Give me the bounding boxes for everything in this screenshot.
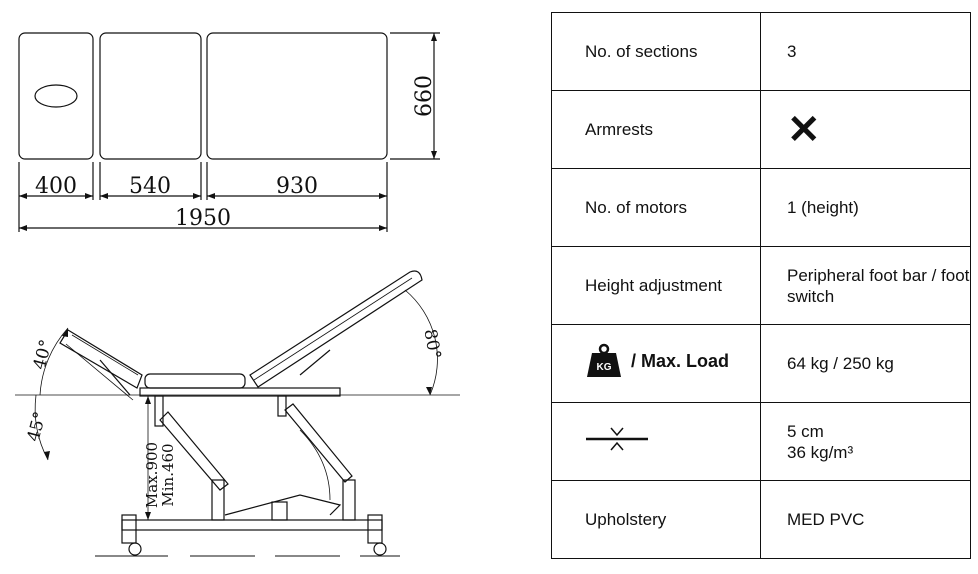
upper-frame — [139, 387, 341, 397]
technical-drawing: 400 540 930 1950 660 — [15, 32, 460, 557]
back-section-side — [249, 270, 423, 388]
base-frame — [121, 519, 383, 531]
compression-icon — [586, 427, 648, 451]
cross-icon: ✕ — [787, 107, 821, 152]
lift-arm-left — [159, 411, 229, 491]
spec-value: 1 (height) — [760, 168, 971, 247]
angle-backrest-drop: 45° — [24, 410, 51, 444]
specs-table: No. of sections 3 Armrests ✕ No. of moto… — [551, 12, 971, 559]
foam-thickness: 5 cm — [787, 421, 824, 441]
spec-label: / Max. Load — [631, 350, 730, 371]
seat-section-side — [144, 373, 246, 389]
spec-row-height-adjustment: Height adjustment Peripheral foot bar / … — [551, 246, 971, 325]
foam-density: 36 kg/m³ — [787, 442, 854, 462]
leg-section — [206, 32, 388, 160]
wheel-right — [373, 542, 387, 556]
spec-label: Armrests — [551, 90, 761, 169]
head-section-side — [59, 329, 143, 389]
dim-middle-width: 540 — [129, 174, 171, 199]
spec-row-foam: 5 cm 36 kg/m³ — [551, 402, 971, 481]
spec-row-max-load: KG / Max. Load 64 kg / 250 kg — [551, 324, 971, 403]
dim-head-width: 400 — [35, 174, 77, 199]
lift-arm-right — [284, 403, 353, 483]
angle-footrest: 80° — [419, 328, 444, 361]
spec-label: Height adjustment — [551, 246, 761, 325]
dim-width: 660 — [412, 75, 437, 117]
spec-row-sections: No. of sections 3 — [551, 12, 971, 91]
dim-leg-width: 930 — [276, 174, 318, 199]
height-min: Min.460 — [159, 443, 177, 506]
angle-backrest: 40° — [30, 338, 57, 372]
face-hole — [34, 84, 78, 108]
spec-label: Upholstery — [551, 480, 761, 559]
top-view — [18, 32, 440, 232]
spec-value: MED PVC — [760, 480, 971, 559]
dim-total-length: 1950 — [175, 206, 231, 231]
svg-text:KG: KG — [597, 362, 612, 373]
height-max: Max.900 — [143, 442, 161, 508]
spec-label: No. of sections — [551, 12, 761, 91]
spec-row-armrests: Armrests ✕ — [551, 90, 971, 169]
spec-label: No. of motors — [551, 168, 761, 247]
spec-row-motors: No. of motors 1 (height) — [551, 168, 971, 247]
middle-section — [99, 32, 202, 160]
spec-value: Peripheral foot bar / foot switch — [760, 246, 971, 325]
spec-value: 3 — [760, 12, 971, 91]
spec-value: 64 kg / 250 kg — [760, 324, 971, 403]
dimension-arrows — [19, 33, 437, 231]
wheel-left — [128, 542, 142, 556]
head-section — [18, 32, 94, 160]
kg-weight-icon: KG — [587, 343, 621, 377]
spec-row-upholstery: Upholstery MED PVC — [551, 480, 971, 559]
side-view — [15, 270, 460, 557]
